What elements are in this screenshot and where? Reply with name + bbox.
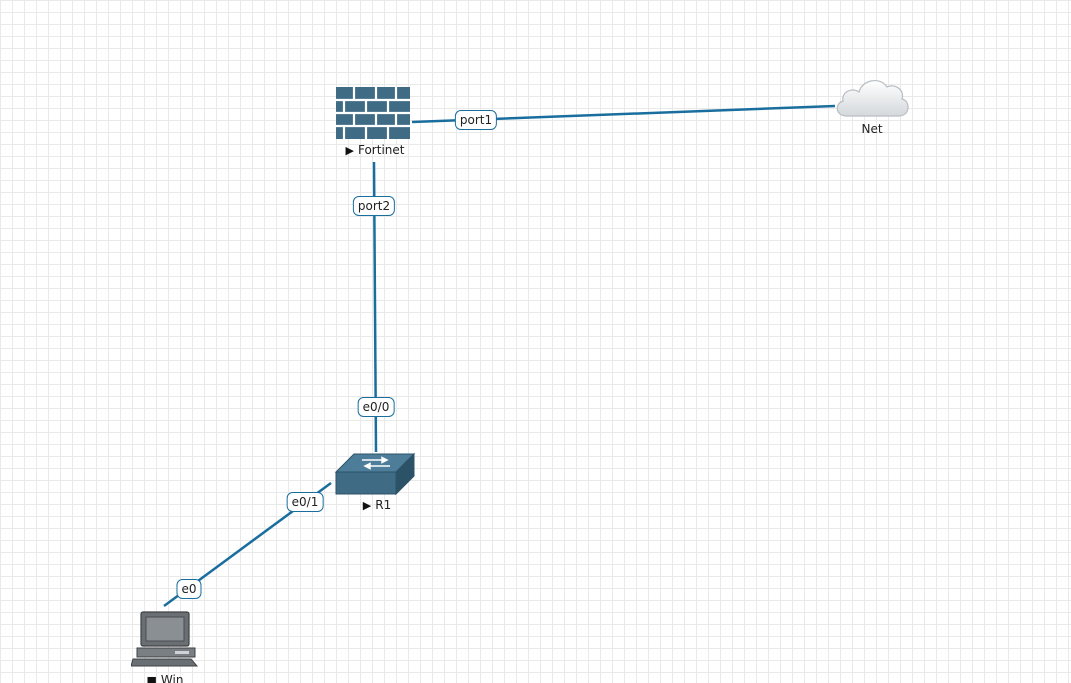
node-r1[interactable] [334, 452, 416, 496]
node-label-net: Net [861, 122, 882, 136]
node-label-r1: ▶ R1 [363, 498, 391, 512]
port-label-win-e0[interactable]: e0 [176, 579, 202, 599]
cloud-icon [836, 79, 909, 117]
play-icon: ▶ [362, 498, 372, 512]
node-name: R1 [375, 498, 392, 512]
node-win[interactable] [131, 610, 199, 668]
node-name: Win [160, 673, 184, 683]
node-name: Fortinet [357, 143, 405, 157]
stop-icon: ■ [146, 673, 157, 683]
port-label-r1-e0-1[interactable]: e0/1 [286, 492, 324, 512]
node-fortinet[interactable] [336, 87, 410, 139]
port-label-fortinet-port2[interactable]: port2 [352, 196, 396, 216]
port-label-fortinet-port1[interactable]: port1 [454, 110, 498, 130]
computer-icon [131, 611, 199, 667]
switch-icon [334, 452, 416, 496]
port-label-r1-e0-0[interactable]: e0/0 [357, 397, 395, 417]
node-net[interactable] [832, 72, 912, 122]
play-icon: ▶ [345, 143, 354, 157]
node-name: Net [861, 122, 883, 136]
node-label-win: ■ Win [147, 673, 184, 683]
firewall-icon [336, 87, 410, 139]
node-label-fortinet: ▶ Fortinet [346, 143, 405, 157]
